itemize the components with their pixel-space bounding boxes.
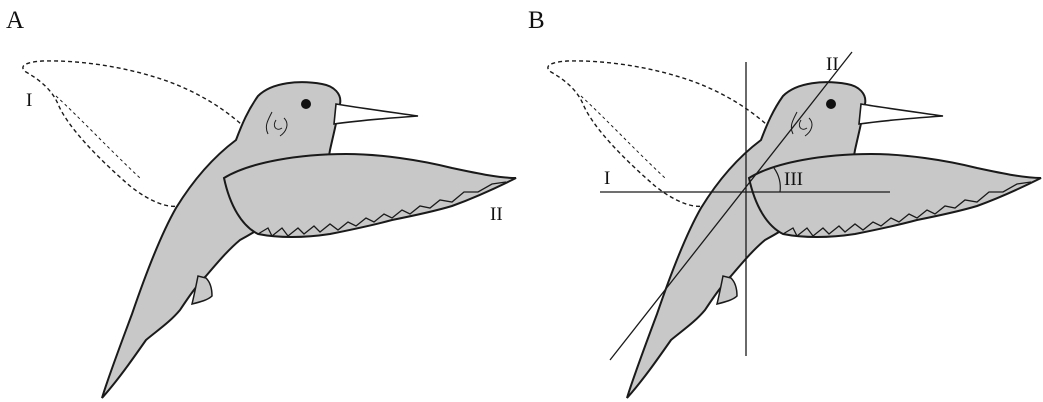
panel-label-a: A [6,7,24,34]
marker-body-axis-b: II [826,54,839,75]
hummingbird-drawing-a [23,61,516,398]
marker-horizontal-b: I [604,168,610,189]
marker-wingtip-spread-a: II [490,204,503,225]
marker-angle-b: III [784,169,803,190]
marker-wingtip-raised-a: I [26,90,32,111]
hummingbird-drawing-b [548,61,1041,398]
panel-a: A I II [6,7,516,398]
panel-label-b: B [528,7,545,34]
panel-b: B I II III [528,7,1041,398]
